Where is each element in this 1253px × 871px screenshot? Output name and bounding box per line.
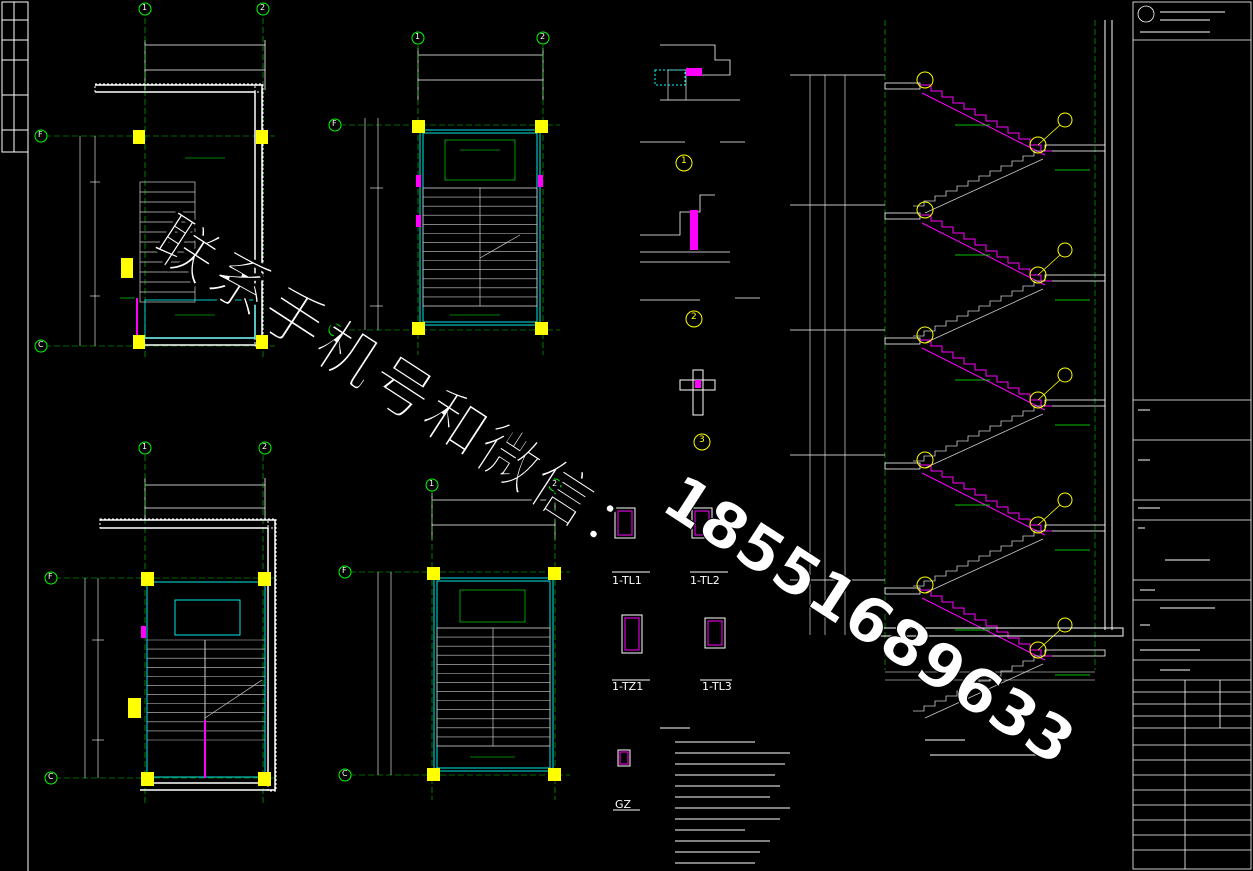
column-section-gz	[613, 749, 640, 811]
plan-top-left	[45, 18, 275, 360]
grid-label-c: C	[332, 324, 338, 333]
plan-top-middle	[340, 45, 560, 355]
beam-section-tl1	[612, 507, 650, 573]
grid-label-2: 2	[260, 3, 266, 12]
label-gz: GZ	[615, 798, 632, 811]
grid-label-2: 2	[552, 479, 558, 488]
grid-label-1: 1	[429, 479, 435, 488]
grid-label-2: 2	[262, 442, 268, 451]
plan-bottom-left	[55, 455, 280, 805]
stair-section	[790, 20, 1124, 756]
label-1-tl1: 1-TL1	[612, 574, 642, 587]
label-1-tl2: 1-TL2	[690, 574, 720, 587]
grid-label-c: C	[38, 340, 44, 349]
title-block-text-lines	[1138, 11, 1225, 671]
grid-label-f: F	[342, 566, 347, 575]
grid-label-c: C	[48, 772, 54, 781]
beam-section-tl3	[700, 617, 732, 681]
grid-label-1: 1	[142, 442, 148, 451]
label-1-tl3: 1-TL3	[702, 680, 732, 693]
title-block	[1132, 1, 1252, 870]
grid-label-1: 1	[415, 32, 421, 41]
grid-label-2: 2	[540, 32, 546, 41]
plan-bottom-middle	[350, 490, 570, 800]
detail-1	[640, 44, 745, 143]
left-margin-strip	[1, 1, 29, 871]
grid-label-f: F	[332, 119, 337, 128]
detail-marker-3: 3	[699, 435, 705, 445]
detail-marker-2: 2	[691, 312, 697, 322]
label-1-tz1: 1-TZ1	[612, 680, 644, 693]
grid-label-1: 1	[142, 3, 148, 12]
general-notes	[660, 727, 790, 864]
detail-2	[640, 194, 760, 301]
grid-label-f: F	[48, 572, 53, 581]
detail-3	[679, 369, 716, 416]
detail-marker-1: 1	[681, 156, 687, 166]
grid-label-f: F	[38, 130, 43, 139]
grid-label-c: C	[342, 769, 348, 778]
beam-section-tz1	[612, 614, 650, 681]
beam-section-tl2	[690, 507, 728, 573]
